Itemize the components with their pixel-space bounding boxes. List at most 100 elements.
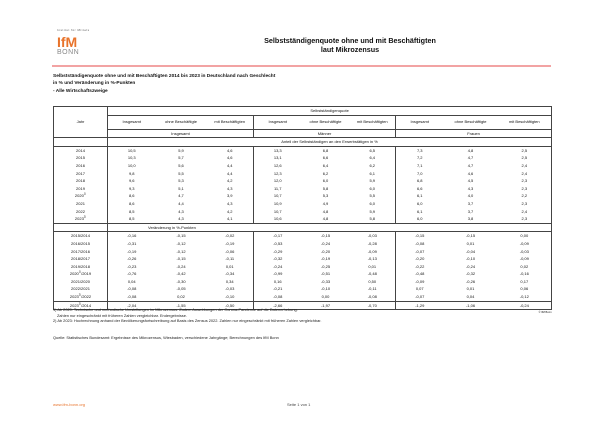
logo-top-text: Institut für Mittelstandsforschung: [57, 28, 89, 32]
row-label-text: 2018/2017: [71, 256, 90, 262]
table-cell: -0,03: [349, 231, 396, 240]
row-label: 2022/2021: [53, 285, 108, 294]
table-cell: 8,5: [107, 215, 156, 224]
row-label: 2017/2016: [53, 247, 108, 256]
footnotes: 1) Ab 2020: Technische und methodische U…: [53, 307, 321, 324]
caption-line-1: Selbstständigenquote ohne und mit Beschä…: [53, 74, 276, 79]
table-cell: -0,15: [176, 256, 186, 262]
table-cell: 2,2: [497, 192, 553, 200]
table-cell: 6,1: [369, 170, 376, 176]
table-cell: 5,7: [178, 155, 184, 161]
section-label-veraenderung: Veränderung in %-Punkten: [106, 222, 553, 233]
table-cell: -0,24: [253, 262, 302, 271]
table-cell: 3,9: [226, 193, 233, 199]
row-label: 2019/2018: [53, 262, 108, 271]
table-cell: 6,8: [395, 177, 444, 185]
table-cell: -0,23: [107, 262, 156, 271]
table-cell: 9,6: [107, 177, 156, 185]
table-cell: 8,5: [107, 207, 156, 216]
table-cell: 6,2: [369, 162, 376, 168]
table-cell: 5,1: [178, 185, 184, 191]
row-label: 20232)/2022: [53, 293, 108, 302]
table-cell: -1,97: [301, 300, 350, 311]
table-cell: -0,03: [497, 247, 553, 256]
footer-website-link[interactable]: www.ifm-bonn.org: [53, 402, 86, 407]
table-cell: 6,5: [349, 145, 396, 155]
table-cell: 5,9: [155, 145, 207, 155]
table-cell: 0,04: [466, 294, 475, 300]
table-cell: 5,5: [178, 170, 184, 176]
table-cell: -0,70: [349, 300, 396, 311]
table-cell: 0,01: [466, 240, 475, 246]
row-label: 2015: [53, 154, 108, 162]
table-cell: 5,3: [178, 178, 184, 184]
row-label-text: 2016: [76, 162, 85, 168]
row-label: 2018: [53, 177, 108, 185]
column-header: mit Beschäftigten: [349, 114, 396, 130]
row-label-text: 2014: [76, 147, 85, 153]
row-label-text: 2017: [76, 170, 85, 176]
table-cell: -0,26: [107, 255, 156, 263]
row-label-text: 2020: [74, 193, 84, 199]
table-cell: -0,08: [367, 294, 377, 300]
table-cell: 6,4: [322, 162, 329, 168]
section-label-spacer: [53, 137, 108, 147]
row-label-text: 2018: [76, 178, 85, 184]
table-cell: 6,1: [395, 192, 444, 200]
table-cell: 9,8: [107, 169, 156, 178]
table-cell: -0,24: [320, 240, 331, 246]
footnote-marker: 2): [78, 302, 82, 306]
table-cell: 0,16: [253, 277, 302, 286]
group-header: Männer: [253, 128, 396, 139]
table-row: 2015/2014-0,16-0,15-0,02-0,17-0,15-0,03-…: [53, 231, 553, 240]
table-cell: -0,19: [320, 256, 331, 262]
table-cell: 5,3: [322, 193, 329, 199]
table-cell: 2,3: [497, 184, 553, 193]
table-cell: -0,34: [225, 271, 235, 277]
table-cell: -0,32: [465, 271, 476, 277]
table-cell: 4,7: [178, 193, 184, 199]
column-header: ohne Beschäftigte: [301, 114, 350, 130]
column-header: Insgesamt: [395, 114, 444, 130]
table-cell: -0,11: [367, 286, 377, 292]
table-caption: Selbstständigenquote ohne und mit Beschä…: [53, 73, 275, 95]
table-cell: 4,3: [226, 185, 233, 191]
table-cell: 4,1: [206, 215, 254, 224]
table-cell: 0,17: [497, 277, 553, 286]
table-cell: 10,0: [107, 161, 156, 170]
table-cell: -0,09: [497, 255, 553, 263]
table-row: 2018/2017-0,26-0,15-0,11-0,32-0,19-0,13-…: [53, 255, 553, 263]
table-cell: 6,8: [301, 145, 350, 155]
table-cell: 0,01: [225, 263, 234, 269]
column-header: ohne Beschäftigte: [155, 114, 207, 130]
table-cell: 0,34: [225, 278, 234, 284]
footnote-marker: 1): [83, 193, 87, 197]
table-cell: 5,6: [178, 162, 184, 168]
table-cell: 4,6: [206, 145, 254, 155]
header-selbststaendigenquote: Selbstständigenquote: [106, 106, 553, 116]
column-header: mit Beschäftigten: [497, 114, 553, 130]
table-cell: -0,19: [107, 247, 156, 256]
table-cell: 4,6: [467, 170, 474, 176]
table-cell: -0,04: [465, 248, 476, 254]
table-cell: -0,31: [107, 239, 156, 248]
row-label-text: 2020: [69, 271, 79, 277]
row-label: 20201)/2019: [53, 270, 108, 278]
table-cell: -0,53: [253, 239, 302, 248]
table-cell: 0,00: [497, 231, 553, 240]
row-label: 2016/2015: [53, 239, 108, 248]
table-cell: -0,13: [367, 256, 377, 262]
ifm-logo: Institut für Mittelstandsforschung IfM B…: [57, 28, 89, 62]
table-cell: 4,3: [226, 200, 233, 206]
table-cell: -0,22: [395, 262, 444, 271]
table-cell: -0,09: [497, 239, 553, 248]
table-cell: 13,1: [253, 154, 302, 162]
table-cell: 6,0: [322, 178, 329, 184]
table-cell: 12,6: [253, 161, 302, 170]
table-cell: 2,3: [497, 199, 553, 208]
